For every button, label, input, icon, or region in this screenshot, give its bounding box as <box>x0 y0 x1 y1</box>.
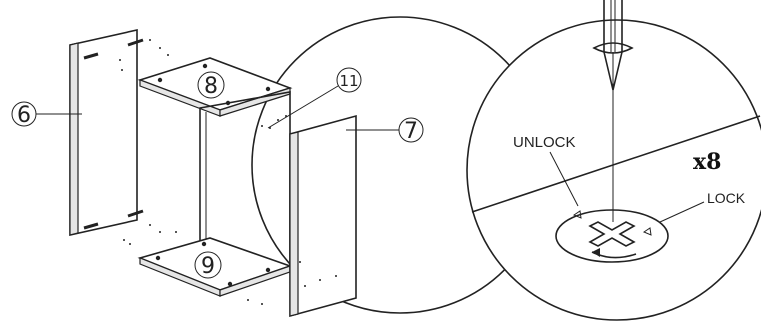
lock-label: LOCK <box>707 190 746 206</box>
callout-part-11: 11 <box>267 67 362 129</box>
unlock-label: UNLOCK <box>513 134 576 151</box>
callout-part-9: 9 <box>194 251 222 279</box>
part-8-label: 8 <box>204 74 218 99</box>
cam-lock-icon <box>555 209 669 263</box>
side-panel-left <box>69 29 169 241</box>
part-9-label: 9 <box>201 254 215 279</box>
screwdriver-icon <box>592 0 634 222</box>
multiplier-label: x8 <box>693 149 721 175</box>
callout-part-6: 6 <box>11 101 82 128</box>
dowel-icon <box>83 38 144 230</box>
part-7-label: 7 <box>404 119 418 144</box>
magnifier-detail-circle <box>466 19 761 321</box>
bottom-panel <box>129 231 293 305</box>
part-6-label: 6 <box>17 103 31 128</box>
callout-part-7: 7 <box>346 117 424 144</box>
part-11-label: 11 <box>339 72 358 90</box>
callout-part-8: 8 <box>197 71 225 99</box>
side-panel-right <box>289 114 357 318</box>
rotate-arrow-icon <box>591 248 637 259</box>
